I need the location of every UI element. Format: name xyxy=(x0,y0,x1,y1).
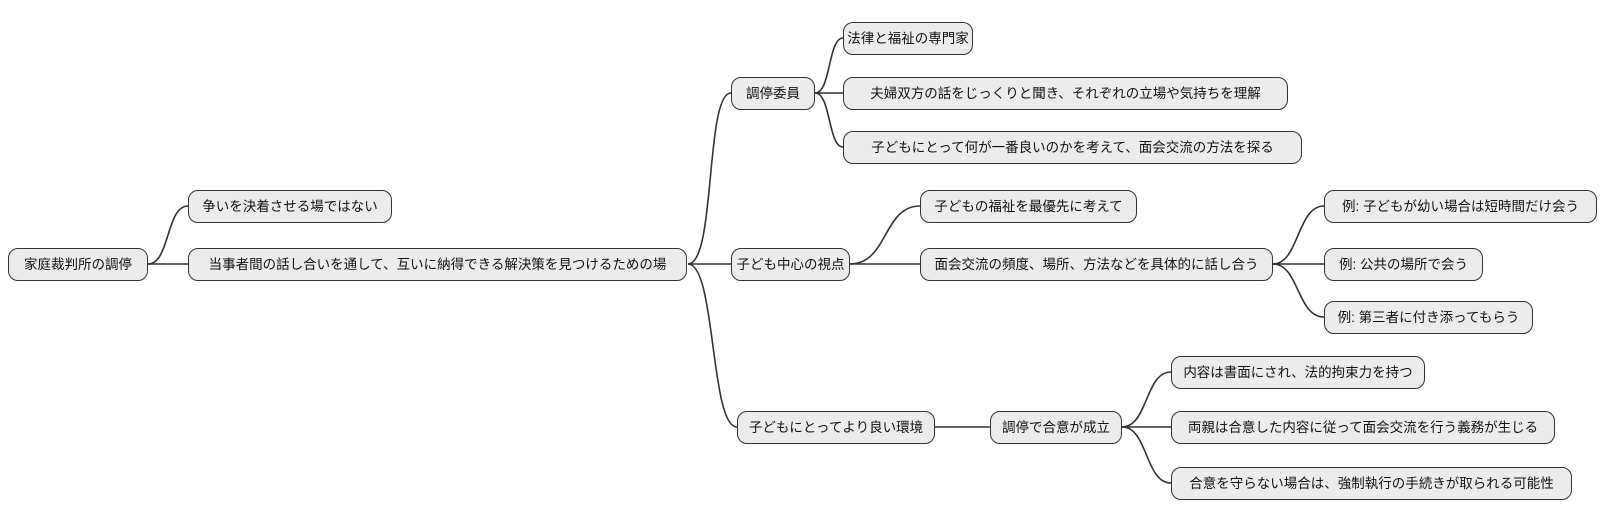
node-explore-best-visitation-method: 子どもにとって何が一番良いのかを考えて、面会交流の方法を探る xyxy=(843,131,1302,164)
node-listen-to-both-spouses: 夫婦双方の話をじっくりと聞き、それぞれの立場や気持ちを理解 xyxy=(843,77,1288,110)
node-enforcement-if-not-followed: 合意を守らない場合は、強制執行の手続きが取られる可能性 xyxy=(1171,467,1572,500)
node-mediation-committee: 調停委員 xyxy=(731,77,815,110)
edge-agreement-to-written-binding xyxy=(1121,371,1172,428)
edge-details-to-example-short-visits xyxy=(1272,205,1325,265)
node-place-to-find-mutual-solutions: 当事者間の話し合いを通して、互いに納得できる解決策を見つけるための場 xyxy=(188,248,687,281)
node-example-meet-public-places: 例: 公共の場所で会う xyxy=(1324,248,1483,281)
edge-committee-to-explore-methods xyxy=(814,92,844,148)
edge-solution-to-better-environment xyxy=(687,263,738,428)
node-example-third-party-accompaniment: 例: 第三者に付き添ってもらう xyxy=(1324,301,1533,334)
node-discuss-visitation-details: 面会交流の頻度、場所、方法などを具体的に話し合う xyxy=(920,248,1273,281)
node-parents-obligation-to-comply: 両親は合意した内容に従って面会交流を行う義務が生じる xyxy=(1171,411,1555,444)
node-better-environment-for-child: 子どもにとってより良い環境 xyxy=(737,411,935,444)
edge-root-to-no-settle xyxy=(147,205,189,265)
node-law-welfare-experts: 法律と福祉の専門家 xyxy=(843,22,973,55)
node-mediation-agreement-reached: 調停で合意が成立 xyxy=(990,411,1122,444)
node-written-legally-binding: 内容は書面にされ、法的拘束力を持つ xyxy=(1171,356,1425,389)
edge-child-centered-to-welfare-first xyxy=(849,205,921,265)
edge-details-to-example-third-party xyxy=(1272,263,1325,318)
edge-committee-to-experts xyxy=(814,37,844,94)
edge-agreement-to-enforcement xyxy=(1121,426,1172,484)
node-family-court-mediation: 家庭裁判所の調停 xyxy=(8,248,148,281)
node-child-centered-perspective: 子ども中心の視点 xyxy=(731,248,850,281)
node-not-a-place-to-settle-disputes: 争いを決着させる場ではない xyxy=(188,190,392,223)
node-example-short-visits-young-child: 例: 子どもが幼い場合は短時間だけ会う xyxy=(1324,190,1597,223)
edge-solution-to-mediation-committee xyxy=(687,92,732,265)
node-child-welfare-first: 子どもの福祉を最優先に考えて xyxy=(920,190,1137,223)
